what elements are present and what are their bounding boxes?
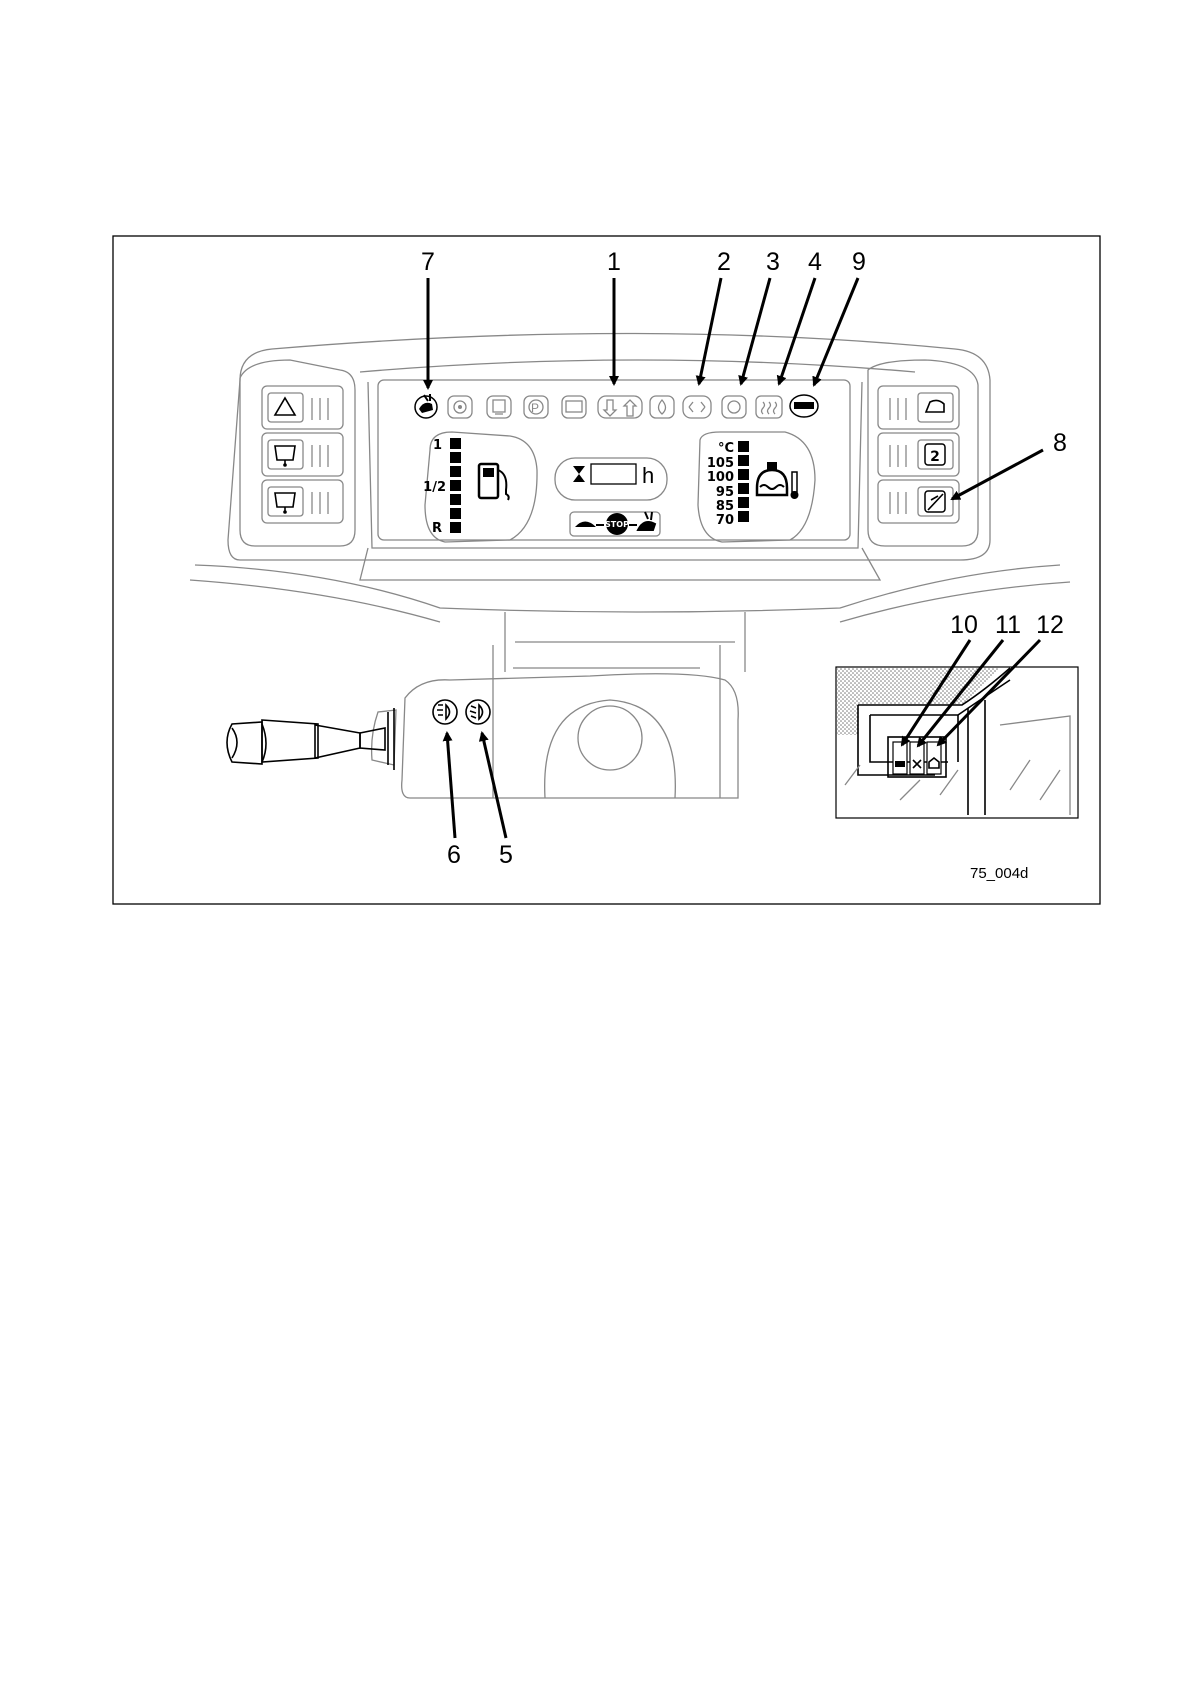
callout-4: 4	[808, 248, 822, 276]
steering-hub	[545, 700, 676, 798]
callout-6: 6	[447, 841, 461, 869]
callout-9: 9	[852, 248, 866, 276]
callout-2: 2	[717, 248, 731, 276]
travel-mode-icon	[794, 402, 814, 409]
callout-1: 1	[607, 248, 621, 276]
low-beam-icon	[470, 705, 483, 719]
left-switch-pod	[240, 360, 355, 546]
oil-pressure-icon	[458, 405, 462, 409]
hour-unit: h	[642, 463, 654, 488]
temp-gauge: °C 105 100 95 85 70	[707, 441, 799, 528]
front-wiper-icon	[275, 446, 295, 464]
callout-8: 8	[1053, 429, 1067, 457]
work-light-icon	[926, 400, 944, 412]
temp-unit-label: °C	[718, 441, 734, 456]
speed-indicator: STOP	[570, 512, 660, 536]
callout-3: 3	[766, 248, 780, 276]
fuel-label-full: 1	[433, 438, 442, 453]
figure-code: 75_004d	[970, 865, 1028, 882]
callout-12: 12	[1036, 611, 1064, 639]
rabbit-icon	[638, 512, 655, 530]
stop-label: STOP	[605, 520, 629, 529]
hour-meter: h	[573, 463, 654, 488]
callout-5: 5	[499, 841, 513, 869]
fuel-label-half: 1/2	[423, 480, 446, 495]
fuel-drop-icon	[659, 400, 666, 414]
temp-label-70: 70	[716, 513, 734, 528]
inset-cab-panel	[836, 667, 1078, 818]
temp-label-95: 95	[716, 485, 734, 500]
warning-light-row: P	[415, 394, 818, 418]
direction-arrows-icon	[604, 400, 636, 416]
hour-display	[591, 464, 636, 484]
battery-icon	[566, 401, 582, 412]
temp-label-85: 85	[716, 499, 734, 514]
hazard-icon	[275, 398, 295, 415]
callout-7: 7	[421, 248, 435, 276]
second-gear-icon: 2	[930, 449, 940, 465]
rotating-beacon-icon	[928, 494, 943, 510]
air-filter-icon	[487, 396, 511, 418]
hourglass-icon	[573, 466, 585, 482]
parking-brake-icon: P	[531, 401, 539, 415]
temp-label-100: 100	[707, 470, 734, 485]
callout-11: 11	[995, 611, 1021, 639]
steering-icon	[689, 402, 705, 412]
temp-label-105: 105	[707, 456, 734, 471]
callout-10: 10	[950, 611, 978, 639]
turtle-icon	[575, 522, 596, 528]
fuel-gauge: 1 1/2 R	[423, 438, 509, 536]
mirror-heating-icon	[895, 761, 905, 767]
rear-wiper-icon	[275, 493, 295, 511]
light-stalk	[227, 700, 490, 770]
coolant-temperature-icon	[757, 462, 799, 499]
brake-icon	[728, 401, 740, 413]
right-switch-pod: 2	[868, 360, 978, 546]
dashboard-housing	[190, 334, 1070, 673]
fuel-label-reserve: R	[432, 521, 442, 536]
rear-defrost-icon	[762, 402, 777, 414]
high-beam-icon	[437, 705, 450, 719]
fuel-pump-icon	[479, 464, 509, 500]
